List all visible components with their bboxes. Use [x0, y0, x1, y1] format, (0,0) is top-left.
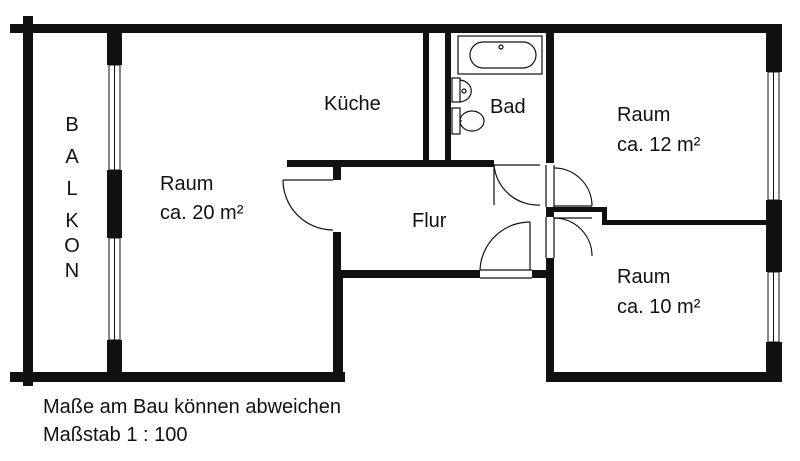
balkon-letter: O	[64, 235, 80, 257]
scale-note: Maßstab 1 : 100	[43, 424, 188, 446]
balkon-letter: A	[65, 146, 79, 168]
wall-bottom-balkon	[10, 372, 345, 382]
wall-flur-left-lower	[333, 232, 341, 278]
balkon-letter: B	[65, 114, 78, 136]
door-raum10	[545, 217, 593, 258]
raum10-name: Raum	[617, 266, 670, 288]
wall-right-top	[766, 24, 782, 72]
wall-raum10-top-b	[602, 207, 607, 225]
wall-top	[10, 24, 782, 33]
wall-flur-right-b	[546, 258, 554, 278]
bad-fixtures	[451, 35, 543, 135]
wall-kueche-right-a	[423, 33, 429, 160]
balkon-letter: L	[66, 178, 77, 200]
wall-flur-top	[287, 160, 494, 167]
door-raum12	[545, 165, 593, 207]
door-bad	[493, 164, 541, 206]
wall-bottom-right	[546, 372, 782, 382]
wall-bad-right	[546, 33, 554, 163]
right-windows	[767, 71, 780, 343]
toilet-icon	[451, 107, 485, 135]
raum20-area: ca. 20 m²	[160, 202, 244, 224]
wall-raum10-top-c	[602, 220, 768, 225]
bathtub-icon	[457, 35, 543, 75]
balkon-letter: N	[65, 260, 79, 282]
bad-label: Bad	[490, 96, 526, 118]
wall-raum20-right	[333, 275, 343, 382]
raum12-name: Raum	[617, 104, 670, 126]
disclaimer-note: Maße am Bau können abweichen	[43, 396, 341, 418]
wall-kueche-right-b	[445, 33, 451, 160]
wall-flur-bottom-a	[333, 270, 480, 278]
door-raum20	[282, 179, 334, 231]
kueche-label: Küche	[324, 93, 381, 115]
balkon-window-wall	[107, 33, 122, 382]
wall-flur-left-upper	[333, 162, 341, 180]
door-flur-bottom	[479, 221, 532, 279]
wall-left-balkon	[23, 16, 33, 386]
interior-walls	[287, 33, 768, 382]
raum20-name: Raum	[160, 173, 213, 195]
wall-flur-bottom-b	[532, 270, 554, 278]
wall-raum10-top-a	[554, 207, 606, 212]
sink-icon	[451, 77, 472, 103]
wall-right-mid	[766, 200, 782, 272]
doors	[282, 164, 593, 279]
flur-label: Flur	[412, 210, 447, 232]
outer-walls	[10, 16, 782, 386]
wall-flur-right-a	[546, 207, 554, 217]
raum10-area: ca. 10 m²	[617, 296, 701, 318]
raum12-area: ca. 12 m²	[617, 134, 701, 156]
wall-bottom-right-stub	[546, 272, 554, 382]
balkon-letter: K	[65, 210, 79, 232]
balkon-label: B A L K O N	[64, 114, 80, 282]
